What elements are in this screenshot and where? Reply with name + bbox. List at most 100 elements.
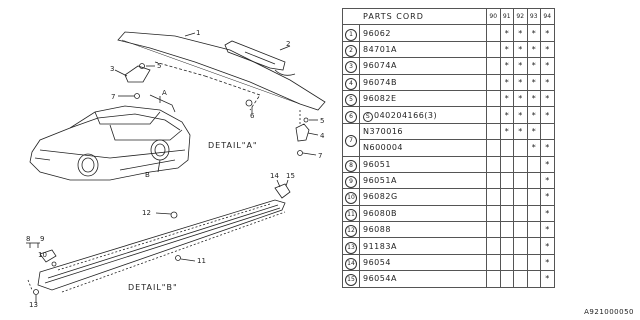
year-applicability-mark: * [540,57,555,75]
year-header: 91 [499,7,514,26]
year-applicability-mark: * [540,270,555,288]
item-number-cell: 3 [342,57,360,75]
year-applicability-mark: * [526,73,541,91]
year-applicability-mark: * [540,24,555,42]
right-bracket [295,123,310,142]
year-applicability-mark: * [540,155,555,173]
callout-3: 3 [110,65,114,73]
item-number-cell: 12 [342,221,360,239]
part-number-text: 96062 [363,28,391,38]
year-applicability-mark: * [540,188,555,206]
part-number-text: N600004 [363,143,404,153]
item-number-cell: 2 [342,40,360,59]
part-number: 96054 [359,253,487,272]
year-applicability-mark: * [526,122,541,141]
parts-table-header: PARTS CORD 90 91 92 93 94 [342,7,555,26]
year-applicability-mark: * [540,89,555,108]
item-number: 14 [345,258,357,271]
detail-a-label: DETAIL"A" [208,141,258,150]
parts-diagram: 1 2 3 4 5 5 6 7 7 A B 8 9 10 11 12 13 14… [26,29,326,309]
part-number-text: 96054A [363,274,397,284]
item-number: 12 [345,225,357,238]
year-applicability-mark [499,139,514,157]
callout-4: 4 [320,132,325,140]
year-applicability-mark: * [499,24,514,42]
year-applicability-mark [486,106,501,124]
callout-7-upper: 7 [111,93,115,101]
year-applicability-mark [513,237,528,255]
item-number: 11 [345,208,357,221]
standard-part-icon: S [363,111,373,122]
year-applicability-mark [486,188,501,206]
callout-7-lower: 7 [318,152,322,160]
year-applicability-mark [486,155,501,173]
year-applicability-mark: * [499,89,514,108]
year-header: 90 [486,7,501,26]
part-number: 96074B [359,73,487,91]
year-applicability-mark [486,237,501,255]
callout-b: B [145,171,150,179]
detail-b-label: DETAIL"B" [128,283,178,292]
item-number: 8 [345,159,357,172]
year-applicability-mark [513,221,528,239]
table-row: N600004** [343,139,555,157]
year-header: 93 [526,7,541,26]
callout-6: 6 [250,112,255,120]
year-applicability-mark [486,221,501,239]
year-applicability-mark: * [540,171,555,190]
callout-1: 1 [196,29,200,37]
year-applicability-mark: * [513,89,528,108]
item-number-cell: 14 [342,253,360,272]
year-applicability-mark [526,155,541,173]
callout-15: 15 [286,172,295,180]
item-number-cell: 11 [342,204,360,223]
part-number-text: 96051A [363,176,397,186]
year-applicability-mark [513,188,528,206]
part-number-text: 96054 [363,258,391,268]
year-applicability-mark [513,171,528,190]
part-number-text: 96051 [363,159,391,169]
callout-11: 11 [197,257,206,265]
year-applicability-mark [499,204,514,223]
callout-13: 13 [29,301,38,309]
item-number-cell: 6 [342,106,360,124]
callout-2: 2 [286,40,290,48]
item-number-cell: 1 [342,24,360,42]
year-applicability-mark: * [526,24,541,42]
part-number: 96080B [359,204,487,223]
year-applicability-mark [513,270,528,288]
item-number: 1 [345,28,357,41]
item-number-cell: 15 [342,270,360,288]
callout-10: 10 [38,251,47,259]
year-applicability-mark: * [526,57,541,75]
year-applicability-mark [526,221,541,239]
year-applicability-mark [499,221,514,239]
year-applicability-mark [513,155,528,173]
year-applicability-mark: * [513,73,528,91]
part-number-text: 96088 [363,225,391,235]
year-applicability-mark: * [499,73,514,91]
year-applicability-mark [499,237,514,255]
item-number: 3 [345,61,357,74]
year-applicability-mark [526,270,541,288]
year-applicability-mark [486,89,501,108]
year-applicability-mark [540,122,555,141]
item-number-cell: 10 [342,188,360,206]
part-number: 84701A [359,40,487,59]
part-number: 96051A [359,171,487,190]
part-number: 96074A [359,57,487,75]
year-applicability-mark [513,204,528,223]
table-row: 8 96051 * [342,155,555,173]
year-applicability-mark: * [513,24,528,42]
part-number: 96082E [359,89,487,108]
year-applicability-mark [499,253,514,272]
year-applicability-mark [486,204,501,223]
